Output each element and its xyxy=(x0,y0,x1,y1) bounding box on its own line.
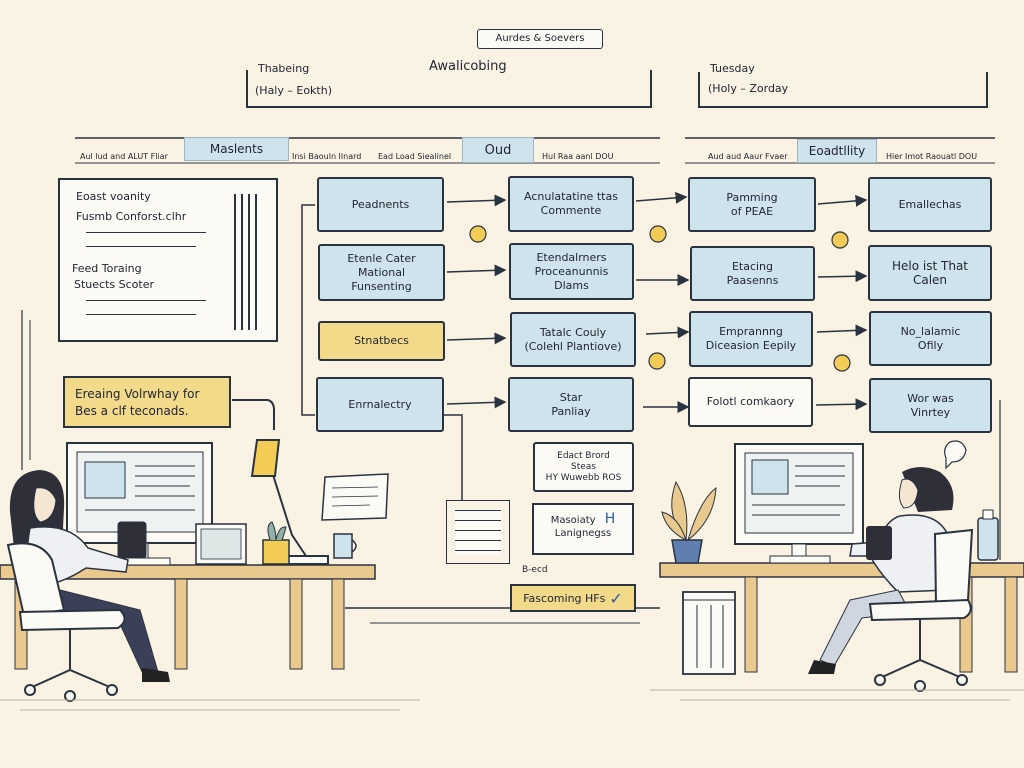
flow-arrows xyxy=(446,191,868,413)
column-tab-2[interactable]: Oud xyxy=(462,137,534,163)
left-panel-label: Thabeing xyxy=(258,62,310,75)
check-icon: ✓ xyxy=(609,588,623,608)
note-rule xyxy=(86,232,206,233)
flow-box-c2-r4[interactable]: Star Panliay xyxy=(508,377,634,432)
column-sub-2: Insi Baouln Ilnard xyxy=(292,152,362,161)
note-line-1: Eoast voanity xyxy=(76,190,151,203)
potted-plant-icon xyxy=(661,480,717,564)
note-rule xyxy=(86,300,206,301)
column-sub-6: Hier Imot Raouatl DOU xyxy=(886,152,978,161)
callout-box: Ereaing Volrwhay for Bes a clf teconads. xyxy=(63,376,231,428)
right-panel-value: (Holy – Zorday xyxy=(708,82,789,95)
lower-item-2[interactable]: Masoiaty H Lanignegss xyxy=(532,503,634,555)
note-ruler xyxy=(234,194,258,330)
column-sub-1: Aul lud and ALUT Fliar xyxy=(80,152,168,161)
desk-lamp-icon xyxy=(232,399,329,565)
flow-box-c3-r2[interactable]: Etacing Paasenns xyxy=(690,246,815,301)
left-panel-value: (Haly – Eokth) xyxy=(255,84,332,97)
lower-item-2-sub: Lanignegss xyxy=(554,528,612,539)
coffee-mug-icon xyxy=(333,533,357,559)
flow-box-c4-r1[interactable]: Emallechas xyxy=(868,177,992,232)
office-chair-icon xyxy=(868,528,974,692)
flow-box-c3-r3[interactable]: Emprannng Diceasion Eepily xyxy=(689,311,813,367)
flow-box-c2-r2[interactable]: Etendalrners Proceanunnis Dlams xyxy=(509,243,634,300)
flow-box-c1-r1[interactable]: Peadnents xyxy=(317,177,444,232)
office-chair-icon xyxy=(6,542,126,702)
lower-item-3[interactable]: Fascoming HFs ✓ xyxy=(510,584,636,612)
column-tab-1[interactable]: Maslents xyxy=(184,137,289,161)
note-line-3: Feed Toraing xyxy=(72,262,142,275)
header-title: Aurdes & Soevers xyxy=(477,29,603,49)
flow-box-c3-r4[interactable]: Folotl comkaory xyxy=(688,377,813,427)
monitor-icon xyxy=(734,443,864,564)
monitor-icon xyxy=(66,442,213,566)
flow-box-c2-r1[interactable]: Acnulatatine ttas Commente xyxy=(508,176,634,232)
flow-box-c2-r3[interactable]: Tatalc Couly (Colehl Plantiove) xyxy=(510,312,636,367)
callout-line-1: Ereaing Volrwhay for xyxy=(75,387,200,401)
right-panel-bracket xyxy=(698,72,988,108)
note-card: Eoast voanity Fusmb Conforst.clhr Feed T… xyxy=(58,178,278,342)
lower-item-2-mark: H xyxy=(604,511,616,527)
column-sub-5: Aud aud Aaur Fvaer xyxy=(708,152,788,161)
document-sheet xyxy=(446,500,510,564)
lower-item-2-label: Masoiaty xyxy=(550,515,596,526)
highlight-dots xyxy=(469,225,851,372)
person-icon xyxy=(808,467,954,674)
bottle-icon xyxy=(977,509,999,561)
note-line-2: Fusmb Conforst.clhr xyxy=(76,210,187,223)
callout-line-2: Bes a clf teconads. xyxy=(75,404,189,418)
column-sub-4: Hul Raa aanl DOU xyxy=(542,152,614,161)
flow-box-c4-r4[interactable]: Wor was Vinrtey xyxy=(869,378,992,433)
column-sub-3: Ead Load Siealinel xyxy=(378,152,452,161)
lower-item-3-label: Fascoming HFs xyxy=(523,591,606,605)
flow-box-c1-r4[interactable]: Enrnalectry xyxy=(316,377,444,432)
lower-item-1[interactable]: Edact Brord Steas HY Wuwebb ROS xyxy=(533,442,634,492)
flow-box-c3-r1[interactable]: Pamming of PEAE xyxy=(688,177,816,232)
left-panel-bracket xyxy=(246,70,652,108)
potted-plant-icon xyxy=(262,521,290,565)
right-panel-label: Tuesday xyxy=(710,62,755,75)
center-label: Awalicobing xyxy=(425,60,511,74)
note-rule xyxy=(86,246,196,247)
trash-bin-icon xyxy=(682,591,736,675)
lower-label: B-ecd xyxy=(522,565,548,575)
note-line-4: Stuects Scoter xyxy=(74,278,154,291)
flow-box-c1-r3[interactable]: Stnatbecs xyxy=(318,321,445,361)
note-rule xyxy=(86,314,196,315)
flow-box-c1-r2[interactable]: Etenle Cater Mational Funsenting xyxy=(318,244,445,301)
tablet-icon xyxy=(195,523,247,565)
flow-box-c4-r3[interactable]: No_lalamic Ofily xyxy=(869,311,992,366)
flow-box-c4-r2[interactable]: Helo ist That Calen xyxy=(868,245,992,301)
column-tab-3[interactable]: Eoadtllity xyxy=(797,139,877,163)
